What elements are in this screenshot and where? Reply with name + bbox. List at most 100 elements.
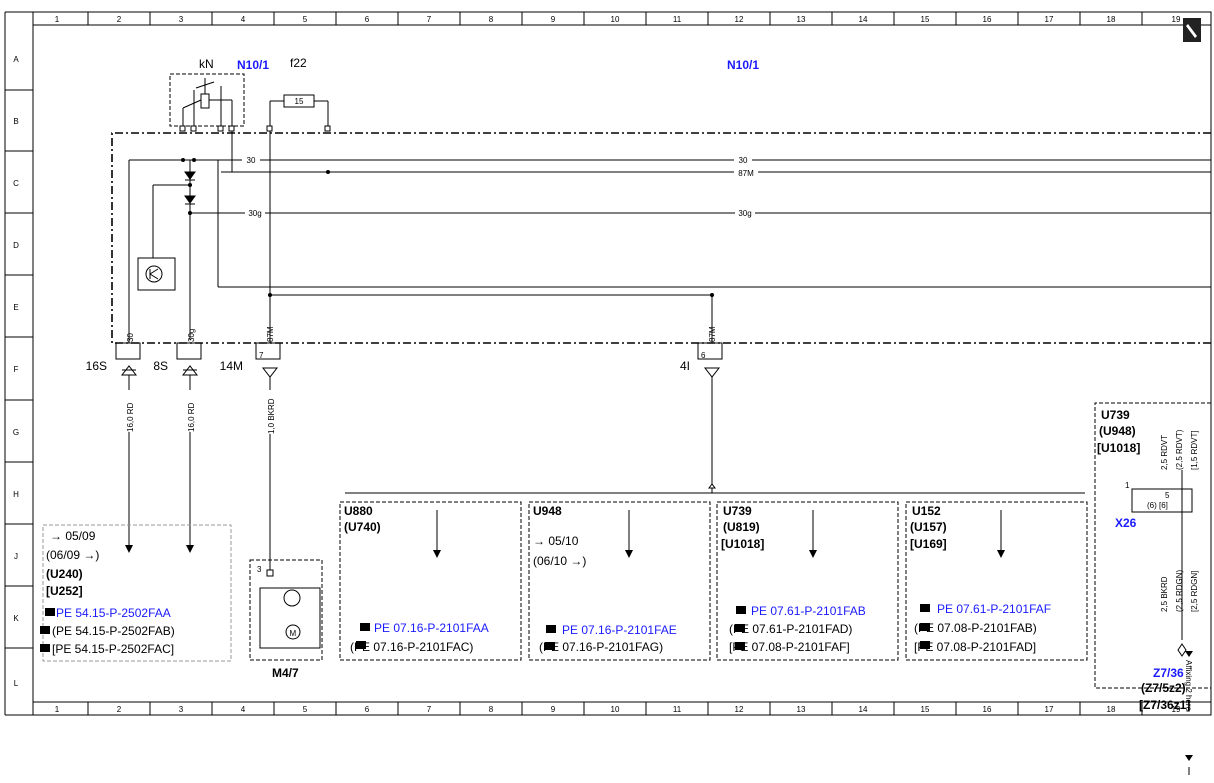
- column-ticks: [87, 12, 1143, 715]
- pencil-icon: [1183, 18, 1201, 42]
- continuation-label: Affixing 2 here: [1184, 660, 1193, 712]
- box-line: U152: [912, 504, 941, 518]
- terminal-symbols: [120, 365, 721, 378]
- col-label: 4: [241, 15, 246, 24]
- ref-text: [PE 07.08-P-2101FAF]: [729, 640, 850, 654]
- ref-text: (PE 07.16-P-2101FAG): [539, 640, 663, 654]
- pin-label: 1: [1125, 481, 1130, 490]
- junction-dots: [181, 158, 714, 297]
- col-label: 16: [983, 15, 992, 24]
- diode-chain: [152, 160, 196, 340]
- connector-drops: [128, 131, 713, 343]
- box-u240: [42, 524, 232, 662]
- transistor-module: [137, 257, 176, 291]
- col-label: 15: [921, 705, 930, 714]
- bus-label: 30g: [738, 209, 751, 218]
- col-label: 14: [859, 705, 868, 714]
- box-line: (U740): [344, 520, 381, 534]
- col-label: 5: [303, 705, 308, 714]
- module-label-left: N10/1: [237, 58, 269, 72]
- column-labels-bottom: 1 2 3 4 5 6 7 8 9 10 11 12 13 14 15 16 1…: [55, 705, 1181, 714]
- ref-link[interactable]: PE 54.15-P-2502FAA: [56, 606, 171, 620]
- wire-label: 2,5 RDVT: [1160, 435, 1169, 470]
- row-ticks: [5, 89, 33, 649]
- pin-number: 7: [259, 351, 264, 360]
- ref-link[interactable]: PE 07.61-P-2101FAB: [751, 604, 866, 618]
- col-label: 9: [551, 705, 556, 714]
- col-label: 1: [55, 705, 60, 714]
- pin-number: 6: [701, 351, 706, 360]
- col-label: 1: [55, 15, 60, 24]
- continuation-arrow: [1185, 755, 1193, 761]
- col-label: 13: [797, 15, 806, 24]
- col-label: 4: [241, 705, 246, 714]
- col-label: 11: [673, 705, 682, 714]
- arrowhead: [809, 550, 817, 558]
- col-label: 6: [365, 705, 370, 714]
- ref-link[interactable]: PE 07.61-P-2101FAF: [937, 602, 1051, 616]
- col-label: 3: [179, 705, 184, 714]
- col-label: 12: [735, 15, 744, 24]
- motor-symbol: [259, 569, 321, 649]
- col-label: 18: [1107, 15, 1116, 24]
- row-label: F: [14, 365, 19, 374]
- connector-x26-label: X26: [1115, 516, 1137, 530]
- ref-text: [PE 07.08-P-2101FAD]: [914, 640, 1036, 654]
- relay-box: [169, 73, 245, 127]
- box-line: U739: [1101, 408, 1130, 422]
- wire-label: 1,0 BKRD: [267, 398, 276, 434]
- col-label: 18: [1107, 705, 1116, 714]
- col-label: 5: [303, 15, 308, 24]
- ref-link[interactable]: PE 07.16-P-2101FAA: [374, 621, 489, 635]
- connector-4i: 4I: [680, 359, 690, 373]
- bus-label-bg: [734, 155, 752, 165]
- row-labels: A B C D E F G H J K L: [13, 55, 19, 688]
- pin-circuit-labels: 30 30g 87M 87M: [126, 326, 717, 342]
- col-label: 19: [1172, 705, 1181, 714]
- column-labels-top: 1 2 3 4 5 6 7 8 9 10 11 12 13 14 15 16 1…: [55, 15, 1181, 24]
- col-label: 13: [797, 705, 806, 714]
- col-label: 7: [427, 705, 432, 714]
- bus-label-bg: [245, 208, 265, 218]
- bus-lines: [183, 131, 1211, 296]
- hand-pointer-icons: [40, 604, 930, 652]
- relay-pins: [179, 125, 235, 132]
- connector-pins: [115, 342, 723, 360]
- motor-icon: M: [290, 629, 297, 638]
- pin-circuit: 30g: [187, 329, 196, 342]
- bus-label: 30g: [248, 209, 261, 218]
- motor-pin: 3: [257, 565, 262, 574]
- harness-wires: [128, 375, 1085, 570]
- row-label: J: [14, 552, 18, 561]
- col-label: 19: [1172, 15, 1181, 24]
- box-line: → 05/09: [50, 529, 96, 543]
- wire-label: (2,5 RDVT): [1175, 429, 1184, 470]
- ref-link[interactable]: PE 07.16-P-2101FAE: [562, 623, 677, 637]
- box-u880: [339, 501, 522, 661]
- col-label: 2: [117, 705, 122, 714]
- row-label: G: [13, 428, 19, 437]
- fuse-value: 15: [295, 97, 304, 106]
- row-label: B: [13, 117, 18, 126]
- row-label: D: [13, 241, 19, 250]
- splice-label: [Z7/36z1]: [1139, 698, 1190, 712]
- box-line: (U948): [1099, 424, 1136, 438]
- connector-8s: 8S: [153, 359, 168, 373]
- splice-label: Z7/36: [1153, 666, 1184, 680]
- col-label: 16: [983, 705, 992, 714]
- arrowheads: [125, 545, 194, 553]
- col-label: 9: [551, 15, 556, 24]
- bus-label-bg: [242, 155, 260, 165]
- wire-label: 2,5 BKRD: [1160, 576, 1169, 612]
- col-label: 7: [427, 15, 432, 24]
- bus-label: 30: [739, 156, 748, 165]
- bus-label: 87M: [738, 169, 754, 178]
- row-label: A: [13, 55, 19, 64]
- box-u948: [528, 501, 711, 661]
- col-label: 14: [859, 15, 868, 24]
- box-line: [U169]: [910, 537, 947, 551]
- box-line: U880: [344, 504, 373, 518]
- connector-x26: [1131, 488, 1193, 513]
- fuse-f22: [266, 94, 331, 132]
